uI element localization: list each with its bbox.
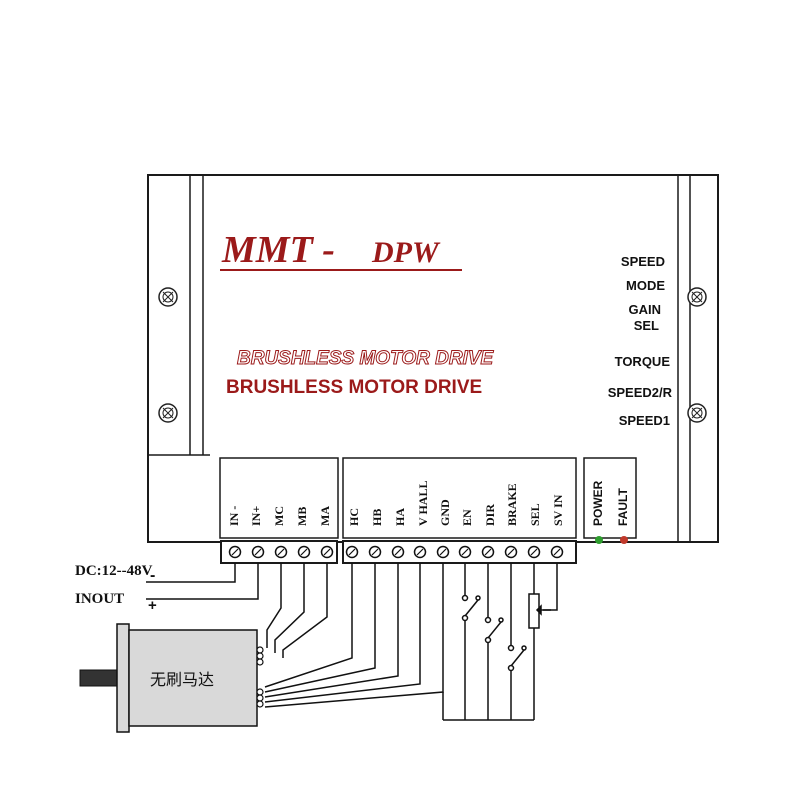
product-title: BRUSHLESS MOTOR DRIVE xyxy=(226,377,482,398)
label-torque: TORQUE xyxy=(615,354,671,369)
brand-text: MMT - xyxy=(221,229,335,271)
motor-body xyxy=(128,629,258,727)
terminal-label-brake: BRAKE xyxy=(505,483,519,526)
potentiometer-icon xyxy=(528,593,551,629)
label-gain: GAIN xyxy=(629,302,662,317)
dir-switch-icon xyxy=(484,616,504,644)
terminal-label-hc: HC xyxy=(347,508,361,526)
terminal-screw-slot xyxy=(461,548,469,556)
screw-icon xyxy=(158,287,178,307)
terminal-screw-slot xyxy=(507,548,515,556)
indicator-label-power: POWER xyxy=(591,480,605,526)
model-text: DPW xyxy=(371,236,441,269)
wire-hc xyxy=(264,563,353,688)
wire-mc xyxy=(266,563,282,648)
terminal-screw-slot xyxy=(394,548,402,556)
power-terminal-labels: IN - IN+ MC MB MA xyxy=(227,506,332,526)
brake-switch-icon xyxy=(507,644,527,672)
product-title-outline: BRUSHLESS MOTOR DRIVE xyxy=(237,348,495,369)
supply-minus-sign: - xyxy=(150,567,155,584)
motor: 无刷马达 xyxy=(79,623,264,733)
wire-in-plus xyxy=(146,563,259,600)
terminal-label-en: EN xyxy=(460,509,474,526)
terminal-label-hb: HB xyxy=(370,509,384,526)
supply-plus-sign: + xyxy=(148,597,157,614)
wire-mb xyxy=(274,563,305,653)
terminal-label-ma: MA xyxy=(318,506,332,526)
fault-led-icon xyxy=(620,536,628,544)
supply-voltage-label: DC:12--48V xyxy=(75,563,153,579)
wire-ha xyxy=(264,563,399,698)
label-speed2-r: SPEED2/R xyxy=(608,385,673,400)
terminal-screw-slot xyxy=(530,548,538,556)
screw-icon xyxy=(687,403,707,423)
screw-icon xyxy=(687,287,707,307)
terminal-label-dir: DIR xyxy=(483,504,497,526)
power-led-icon xyxy=(595,536,603,544)
terminal-screws xyxy=(228,545,564,559)
terminal-screw-slot xyxy=(254,548,262,556)
signal-terminal-labels: HC HB HA V HALL GND EN DIR BRAKE SEL SV … xyxy=(347,481,565,526)
supply-input-label: INOUT xyxy=(75,591,124,607)
terminal-screw-slot xyxy=(231,548,239,556)
terminal-screw-slot xyxy=(484,548,492,556)
terminal-screw-slot xyxy=(277,548,285,556)
label-speed1: SPEED1 xyxy=(619,413,670,428)
wire-ma xyxy=(282,563,328,658)
side-labels: SPEED MODE GAIN SEL TORQUE SPEED2/R SPEE… xyxy=(608,254,673,428)
motor-flange xyxy=(116,623,130,733)
motor-shaft xyxy=(79,669,123,687)
terminal-screw-slot xyxy=(300,548,308,556)
terminal-label-v-hall: V HALL xyxy=(416,481,430,526)
label-mode: MODE xyxy=(626,278,665,293)
terminal-screw-slot xyxy=(416,548,424,556)
mounting-screws xyxy=(158,287,707,423)
wire-hb xyxy=(264,563,376,693)
screw-icon xyxy=(158,403,178,423)
wire-v-hall xyxy=(264,563,421,703)
terminal-label-mc: MC xyxy=(272,506,286,526)
indicator-label-fault: FAULT xyxy=(616,488,630,526)
en-switch-icon xyxy=(461,594,481,622)
terminal-screw-slot xyxy=(553,548,561,556)
terminal-label-panels xyxy=(219,457,637,539)
motor-label: 无刷马达 xyxy=(150,670,214,689)
terminal-label-in-plus: IN+ xyxy=(249,506,263,526)
terminal-screw-slot xyxy=(371,548,379,556)
terminal-label-ha: HA xyxy=(393,508,407,526)
wire-sv-in xyxy=(543,563,558,611)
wire-in-minus xyxy=(146,563,236,583)
terminal-label-sv-in: SV IN xyxy=(551,494,565,526)
indicator-labels: POWER FAULT xyxy=(591,480,630,526)
wire-gnd xyxy=(264,563,444,708)
label-sel: SEL xyxy=(634,318,659,333)
label-speed: SPEED xyxy=(621,254,665,269)
motor-connector-icon xyxy=(256,646,264,708)
terminal-screw-slot xyxy=(439,548,447,556)
terminal-label-sel: SEL xyxy=(528,503,542,526)
terminal-label-gnd: GND xyxy=(438,499,452,526)
terminal-screw-slot xyxy=(323,548,331,556)
terminal-label-mb: MB xyxy=(295,507,309,526)
terminal-screw-slot xyxy=(348,548,356,556)
terminal-label-in-minus: IN - xyxy=(227,506,241,526)
